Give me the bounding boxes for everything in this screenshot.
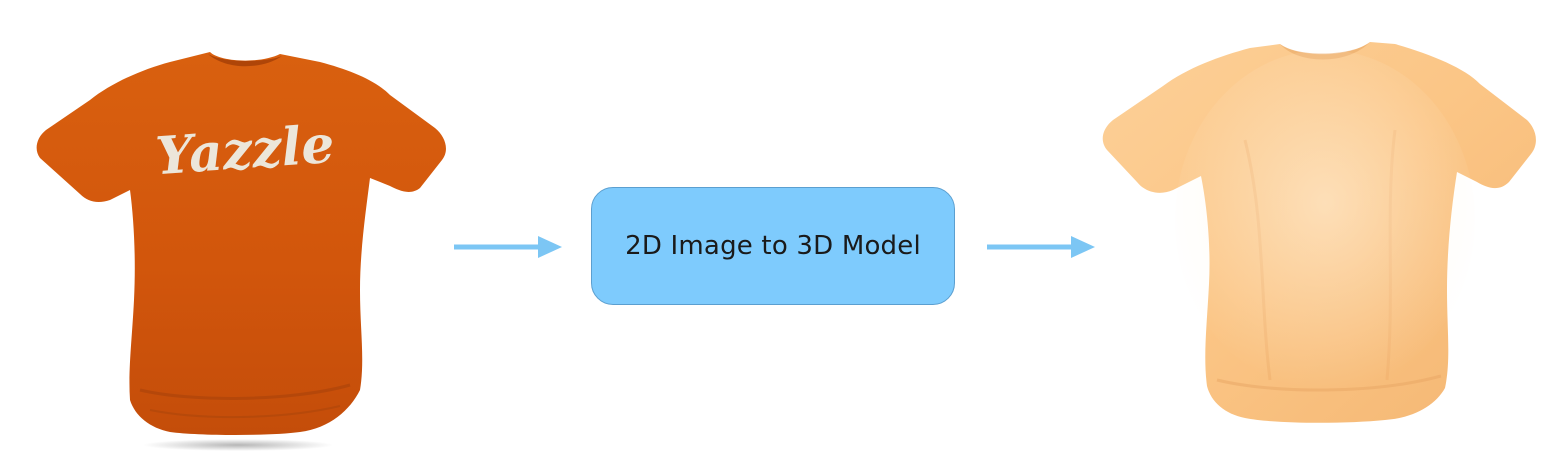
arrow-to-process [454,236,562,258]
input-shirt-body [36,52,446,435]
arrow-to-process-shaft [454,244,542,250]
input-shirt-collar [208,54,282,67]
input-shirt-fold-2 [149,405,341,419]
input-shirt-print: Yazzle [154,114,337,187]
input-shirt-ground-shadow [143,439,333,451]
process-box: 2D Image to 3D Model [591,187,955,305]
arrow-to-output [987,236,1095,258]
output-3d-model-image [1102,42,1536,423]
arrow-to-output-shaft [987,244,1075,250]
arrow-to-process-head [538,236,562,258]
input-shirt-fold [139,383,351,400]
arrow-to-output-head [1071,236,1095,258]
input-shirt-image: Yazzle [36,52,446,451]
output-shirt-highlight [1175,50,1475,390]
output-shirt-fold-3 [1216,374,1442,392]
process-label: 2D Image to 3D Model [625,231,921,261]
